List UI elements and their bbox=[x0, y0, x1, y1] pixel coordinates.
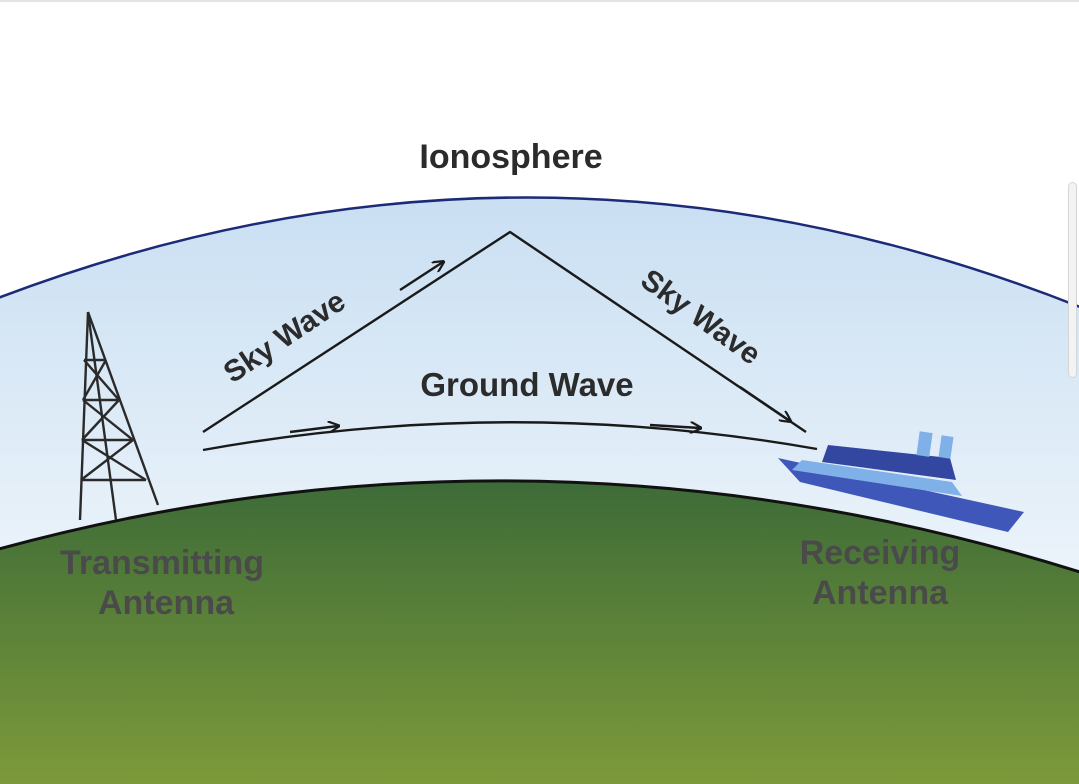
top-divider bbox=[0, 0, 1079, 2]
ship-icon bbox=[778, 431, 1024, 532]
ionosphere-line bbox=[0, 196, 1079, 308]
ionosphere-label: Ionosphere bbox=[419, 138, 602, 176]
earth-surface bbox=[0, 480, 1079, 784]
earth-horizon-line bbox=[0, 479, 1079, 574]
ground-wave-label: Ground Wave bbox=[420, 366, 633, 403]
transmitting-tower-icon bbox=[78, 311, 160, 521]
receiving-antenna-label-line2: Antenna bbox=[812, 574, 949, 612]
receiving-antenna-label-line1: Receiving bbox=[800, 534, 961, 572]
transmitting-antenna-label-line2: Antenna bbox=[98, 584, 235, 622]
transmitting-antenna-label-line1: Transmitting bbox=[60, 544, 264, 582]
vertical-scrollbar[interactable] bbox=[1068, 182, 1077, 378]
ground-wave-path bbox=[202, 422, 818, 452]
sky-wave-path bbox=[202, 230, 807, 434]
